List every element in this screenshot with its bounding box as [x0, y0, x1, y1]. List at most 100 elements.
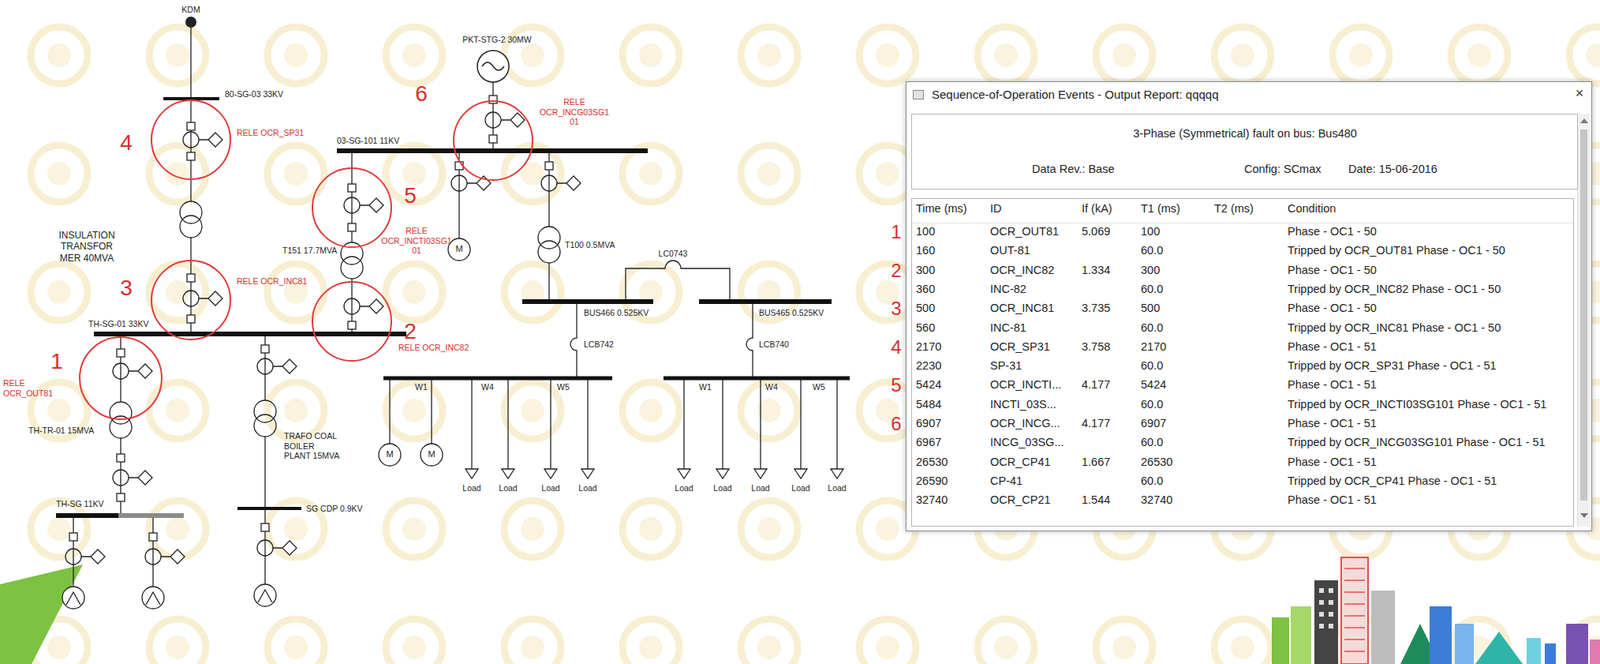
- building: [1371, 590, 1395, 664]
- corner-decoration: [0, 564, 83, 664]
- load: [677, 468, 691, 479]
- wire: [73, 515, 154, 587]
- load: [544, 468, 558, 479]
- table-cell: 60.0: [1140, 321, 1163, 335]
- tie-breaker-wire: [625, 260, 730, 302]
- equipment-label: Load: [498, 482, 517, 494]
- table-cell: T1 (ms): [1140, 201, 1181, 216]
- relay: [183, 290, 223, 307]
- buses: [56, 98, 850, 516]
- table-cell: Tripped by OCR_CP41 Phase - OC1 - 51: [1287, 474, 1497, 488]
- table-cell: 6967: [915, 436, 942, 450]
- breaker: [116, 348, 125, 357]
- relay-label: RELE OCR_OUT81: [3, 377, 53, 398]
- table-cell: 4.177: [1081, 378, 1111, 393]
- node-text: Date: 15-06-2016: [1348, 162, 1438, 176]
- table-cell: 100: [1140, 224, 1160, 239]
- table-cell: 60.0: [1140, 436, 1163, 450]
- table-cell: Tripped by OCR_INCTI03SG101 Phase - OC1 …: [1287, 397, 1547, 412]
- equipment-label: T151 17.7MVA: [282, 245, 337, 256]
- breaker: [489, 95, 498, 104]
- table-cell: 32740: [1140, 493, 1173, 507]
- callout-number: 3: [119, 274, 133, 302]
- table-cell: 5424: [915, 378, 942, 393]
- table-cell: Phase - OC1 - 50: [1287, 301, 1377, 315]
- breaker: [69, 532, 78, 541]
- bus-bar: [56, 512, 184, 518]
- table-cell: 1.667: [1081, 455, 1111, 469]
- table-cell: 360: [915, 282, 935, 296]
- table-cell: INC-81: [990, 321, 1027, 335]
- equipment-label: Load: [751, 482, 770, 494]
- table-cell: 1.334: [1081, 263, 1111, 277]
- building: [1526, 637, 1541, 664]
- table-cell: OCR_CP21: [990, 493, 1051, 507]
- table-cell: Tripped by OCR_SP31 Phase - OC1 - 51: [1287, 358, 1497, 373]
- relay: [145, 548, 185, 565]
- wire: [119, 333, 121, 516]
- pump: [142, 586, 165, 609]
- table-cell: Tripped by OCR_INC82 Phase - OC1 - 50: [1287, 282, 1501, 296]
- relay: [65, 548, 105, 565]
- grid-source: [185, 16, 197, 28]
- window-title: Sequence-of-Operation Events - Output Re…: [931, 87, 1219, 102]
- table-cell: 60.0: [1140, 397, 1163, 412]
- highlight-circle: [79, 336, 162, 419]
- table-cell: Tripped by OCR_INCG03SG101 Phase - OC1 -…: [1287, 436, 1546, 450]
- breaker: [186, 273, 195, 282]
- table-cell: If (kA): [1081, 201, 1113, 216]
- equipment-label: Load: [791, 482, 810, 494]
- relay-label: RELE OCR_INCTI03SG1 01: [381, 225, 453, 256]
- relay: [485, 112, 525, 128]
- table-cell: 3.758: [1081, 340, 1111, 354]
- table-cell: 5484: [915, 397, 942, 412]
- table-cell: OCR_CP41: [990, 455, 1051, 469]
- windows: [1319, 587, 1334, 629]
- breaker: [347, 183, 356, 192]
- callout-number: 1: [50, 347, 64, 375]
- pump: [254, 583, 277, 606]
- equipment-label: T100 0.5MVA: [564, 239, 615, 251]
- bus-bar: [118, 512, 184, 518]
- table-cell: Tripped by OCR_OUT81 Phase - OC1 - 50: [1287, 244, 1506, 258]
- equipment-label: W4: [765, 381, 778, 393]
- breaker-wire: [746, 301, 753, 378]
- table-cell: 300: [915, 263, 935, 277]
- relay: [112, 469, 153, 486]
- equipment-label: 80-SG-03 33KV: [224, 89, 284, 100]
- relay: [257, 358, 297, 374]
- relay-label: RELE OCR_SP31: [236, 127, 304, 139]
- bus-bar: [663, 376, 850, 381]
- load: [716, 468, 729, 479]
- equipment-label: PKT-STG-2 30MW: [462, 34, 532, 45]
- table-cell: 4.177: [1081, 416, 1111, 430]
- breaker: [545, 161, 554, 170]
- table-cell: 26590: [915, 474, 948, 488]
- pump: [62, 586, 85, 609]
- building: [1314, 579, 1339, 664]
- table-cell: Phase - OC1 - 51: [1287, 340, 1377, 354]
- node-text: Data Rev.: Base: [1031, 162, 1115, 176]
- report-header-panel: 3-Phase (Symmetrical) fault on bus: Bus4…: [911, 113, 1578, 190]
- table-cell: 300: [1140, 263, 1160, 277]
- wire: [264, 333, 266, 584]
- relay-label: RELE OCR_INCG03SG1 01: [538, 97, 610, 128]
- equipment-label: TRAFO COAL BOILER PLANT 15MVA: [284, 430, 344, 461]
- relay: [451, 175, 491, 191]
- table-cell: OUT-81: [990, 244, 1031, 258]
- load: [581, 468, 595, 479]
- table-cell: 3.735: [1081, 301, 1111, 315]
- table-cell: Condition: [1287, 201, 1336, 216]
- table-cell: OCR_OUT81: [990, 224, 1059, 239]
- equipment-label: KDM: [181, 4, 200, 15]
- equipment-label: M: [385, 448, 393, 460]
- table-cell: 60.0: [1140, 244, 1163, 258]
- equipment-label: BUS465 0.525KV: [758, 307, 824, 318]
- equipment-label: INSULATION TRANSFOR MER 40MVA: [55, 229, 119, 264]
- table-cell: 1.544: [1081, 493, 1111, 507]
- table-cell: 500: [915, 301, 935, 315]
- table-cell: 2170: [1140, 340, 1167, 354]
- breaker: [116, 453, 125, 462]
